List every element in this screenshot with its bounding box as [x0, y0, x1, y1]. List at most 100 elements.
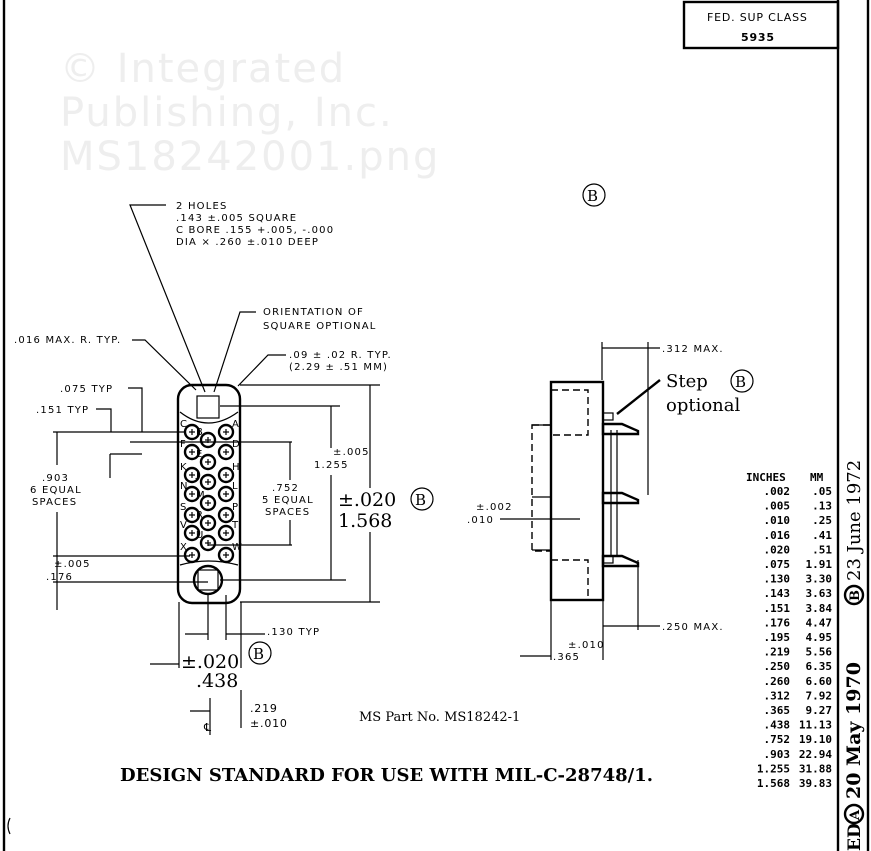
- mm-cell: 22.94: [799, 748, 832, 761]
- pin-letter: N: [180, 481, 189, 492]
- svg-text:2 HOLES: 2 HOLES: [176, 201, 228, 212]
- svg-text:℄: ℄: [203, 721, 212, 734]
- svg-text:.151 TYP: .151 TYP: [36, 405, 89, 416]
- pin-letter: B: [196, 427, 204, 438]
- svg-text:.130 TYP: .130 TYP: [267, 627, 320, 638]
- svg-text:optional: optional: [666, 395, 741, 416]
- mm-cell: .51: [812, 543, 832, 556]
- conversion-table: INCHES MM .002.05.005.13.010.25.016.41.0…: [746, 471, 832, 790]
- svg-text:B: B: [848, 590, 863, 601]
- table-row: .010 .25: [764, 514, 833, 527]
- pin-letter: E: [196, 449, 204, 460]
- mm-cell: 3.30: [806, 573, 833, 586]
- fed-sup-class-box: FED. SUP CLASS 5935: [682, 0, 840, 50]
- svg-text:© Integrated: © Integrated: [60, 46, 346, 92]
- svg-text:.312 MAX.: .312 MAX.: [662, 344, 724, 355]
- inches-cell: .151: [764, 602, 791, 615]
- pin-contact: U: [196, 530, 217, 552]
- mm-cell: .25: [812, 514, 832, 527]
- pin-letter: D: [232, 439, 241, 450]
- mm-cell: 6.60: [806, 675, 833, 688]
- revision-strip: ED A 20 May 1970 B 23 June 1972: [843, 460, 865, 851]
- mm-cell: 19.10: [799, 733, 832, 746]
- pin-contact: K: [180, 462, 201, 484]
- pin-contact: P: [217, 502, 238, 524]
- pin-letter: L: [232, 481, 239, 492]
- inches-cell: .075: [764, 558, 791, 571]
- table-row: .903 22.94: [764, 748, 833, 761]
- table-row: .005.13: [764, 500, 833, 513]
- pin-letter: A: [232, 419, 240, 430]
- mm-cell: 11.13: [799, 719, 832, 732]
- orientation-note: ORIENTATION OF SQUARE OPTIONAL: [213, 307, 377, 393]
- inches-cell: .260: [764, 675, 791, 688]
- svg-text:±.010: ±.010: [250, 717, 288, 730]
- inches-cell: .195: [764, 631, 791, 644]
- svg-text:±.002: ±.002: [476, 502, 513, 513]
- table-row: .260 6.60: [764, 675, 833, 688]
- table-row: .195 4.95: [764, 631, 833, 644]
- svg-text:SQUARE OPTIONAL: SQUARE OPTIONAL: [263, 321, 377, 332]
- table-row: .002.05: [764, 485, 833, 498]
- contact-flange: [601, 422, 640, 436]
- pin-contact: R: [196, 510, 217, 532]
- part-number: MS Part No. MS18242-1: [359, 710, 520, 725]
- svg-text:5 EQUAL: 5 EQUAL: [262, 495, 314, 506]
- inches-cell: 1.255: [757, 762, 790, 775]
- svg-text:B: B: [587, 187, 598, 205]
- svg-text:A: A: [848, 809, 863, 821]
- svg-text:.010: .010: [467, 515, 494, 526]
- svg-text:6 EQUAL: 6 EQUAL: [30, 485, 82, 496]
- pin-letter: W: [232, 542, 243, 553]
- pin-contact: S: [180, 502, 201, 524]
- svg-text:(2.29 ± .51 MM): (2.29 ± .51 MM): [289, 362, 388, 373]
- pin-letter: C: [180, 419, 188, 430]
- pin-contact: X: [180, 542, 201, 564]
- pin-contact: B: [196, 427, 217, 449]
- svg-text:.250 MAX.: .250 MAX.: [662, 622, 724, 633]
- svg-text:.143 ±.005 SQUARE: .143 ±.005 SQUARE: [176, 213, 297, 224]
- inches-cell: .130: [764, 573, 791, 586]
- inches-cell: .250: [764, 660, 791, 673]
- pin-letter: X: [180, 542, 188, 553]
- inches-cell: .002: [764, 485, 791, 498]
- inches-cell: .903: [764, 748, 791, 761]
- pin-letter: V: [180, 520, 188, 531]
- pin-contact: E: [196, 449, 217, 471]
- inches-cell: .010: [764, 514, 791, 527]
- table-row: .130 3.30: [764, 573, 833, 586]
- svg-text:1.255: 1.255: [314, 460, 349, 471]
- inches-cell: .020: [764, 543, 791, 556]
- max-radius-note: .016 MAX. R. TYP.: [14, 335, 197, 391]
- svg-text:±.020: ±.020: [338, 489, 396, 511]
- pin-contact: D: [217, 439, 241, 461]
- mm-cell: 3.63: [806, 587, 833, 600]
- inches-cell: .219: [764, 646, 791, 659]
- radius-note: .09 ± .02 R. TYP. (2.29 ± .51 MM): [237, 350, 391, 387]
- svg-text:Publishing, Inc.: Publishing, Inc.: [60, 90, 394, 136]
- inches-cell: .752: [764, 733, 791, 746]
- pin-contact: H: [217, 462, 240, 484]
- svg-text:MS18242001.png: MS18242001.png: [60, 134, 440, 180]
- mm-cell: 31.88: [799, 762, 832, 775]
- mm-cell: 4.95: [806, 631, 833, 644]
- pin-contact: V: [180, 520, 201, 542]
- svg-text:SPACES: SPACES: [32, 497, 77, 508]
- pin-contact: M: [196, 490, 217, 512]
- svg-text:.365: .365: [553, 652, 580, 663]
- svg-text:B: B: [253, 645, 264, 663]
- svg-text:.903: .903: [42, 473, 69, 484]
- table-row: .020 .51: [764, 543, 833, 556]
- svg-text:±.010: ±.010: [568, 640, 605, 651]
- pin-letter: T: [231, 520, 239, 531]
- table-header-inches: INCHES: [746, 471, 786, 484]
- pin-letter: J: [195, 469, 200, 480]
- svg-text:C BORE .155 +.005, -.000: C BORE .155 +.005, -.000: [176, 225, 334, 236]
- pin-letter: R: [196, 510, 204, 521]
